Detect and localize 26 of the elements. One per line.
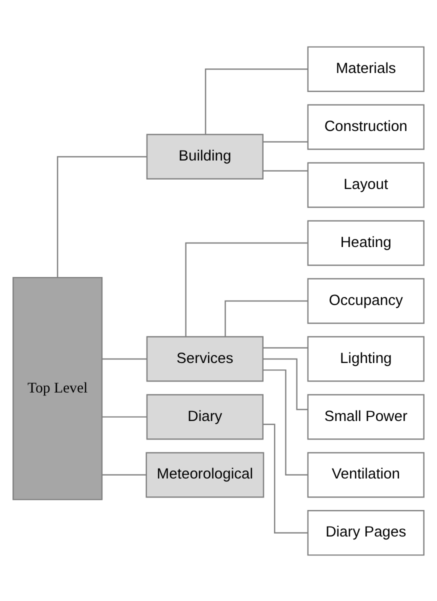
connector <box>102 416 147 418</box>
node-box: Construction <box>307 104 424 150</box>
connector <box>102 358 147 360</box>
connector <box>263 358 308 410</box>
node-box: Layout <box>307 162 424 208</box>
connector <box>204 68 308 134</box>
connector <box>224 300 308 336</box>
node-box: Materials <box>307 46 424 92</box>
node-box: Small Power <box>307 394 424 440</box>
connector <box>263 368 308 476</box>
connector <box>263 170 308 171</box>
node-box: Meteorological <box>146 452 264 498</box>
connector <box>185 242 308 336</box>
connector <box>263 140 308 142</box>
node-box: Diary <box>146 394 264 440</box>
node-box: Diary Pages <box>307 510 424 556</box>
node-box: Services <box>146 336 264 382</box>
connector <box>263 346 308 348</box>
connector <box>56 156 147 277</box>
connector <box>102 474 146 476</box>
node-box: Lighting <box>307 336 424 382</box>
node-box: Occupancy <box>307 278 424 324</box>
node-box: Ventilation <box>307 452 424 498</box>
node-box: Top Level <box>12 276 103 500</box>
node-box: Heating <box>307 220 424 266</box>
node-box: Building <box>146 133 264 180</box>
